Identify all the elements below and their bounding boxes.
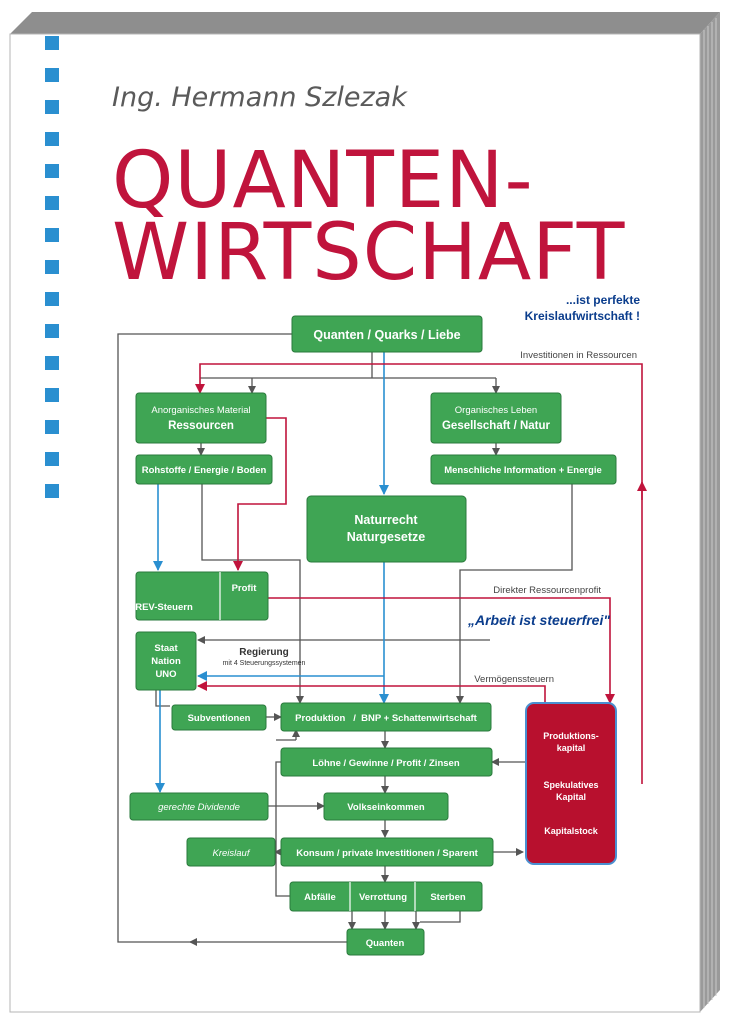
- box-konsum: Konsum / private Investitionen / Sparent: [280, 837, 494, 867]
- profit-label: Profit: [232, 583, 258, 594]
- box-gerechte-dividende: gerechte Dividende: [129, 792, 269, 821]
- arbeit-steuerfrei-label: „Arbeit ist steuerfrei": [467, 612, 610, 628]
- anorg-line-2: Ressourcen: [168, 420, 234, 432]
- direkter-ressourcenprofit-label: Direkter Ressourcenprofit: [493, 585, 601, 596]
- box-abfaelle-verrottung-sterben: Abfälle Verrottung Sterben: [289, 881, 483, 912]
- anorg-line-1: Anorganisches Material: [151, 405, 250, 416]
- subtitle: ...ist perfekte Kreislaufwirtschaft !: [470, 292, 640, 324]
- binding-square: [45, 164, 59, 178]
- box-volkseinkommen: Volkseinkommen: [323, 792, 449, 821]
- subventionen-label: Subventionen: [188, 713, 251, 724]
- volkseinkommen-label: Volkseinkommen: [347, 802, 425, 813]
- org-line-2: Gesellschaft / Natur: [442, 420, 551, 432]
- dividende-label: gerechte Dividende: [158, 802, 240, 813]
- verrottung-label: Verrottung: [359, 892, 407, 903]
- kapital-3: Kapitalstock: [544, 826, 599, 836]
- staat-line-3: UNO: [155, 669, 176, 680]
- kapital-1b: kapital: [557, 743, 586, 753]
- box-subventionen: Subventionen: [171, 704, 267, 731]
- kapital-2b: Kapital: [556, 792, 586, 802]
- staat-line-1: Staat: [154, 643, 178, 654]
- binding-square: [45, 132, 59, 146]
- quanten-bottom-label: Quanten: [366, 938, 405, 949]
- box-menschliche-information: Menschliche Information + Energie: [430, 454, 617, 485]
- box-loehne: Löhne / Gewinne / Profit / Zinsen: [280, 747, 493, 777]
- subtitle-line-1: ...ist perfekte: [565, 293, 640, 307]
- box-staat: Staat Nation UNO: [135, 631, 197, 691]
- naturrecht-line-2: Naturgesetze: [347, 530, 426, 544]
- box-rohstoffe: Rohstoffe / Energie / Boden: [135, 454, 273, 485]
- binding-square: [45, 292, 59, 306]
- loehne-label: Löhne / Gewinne / Profit / Zinsen: [312, 758, 459, 769]
- menschliche-label: Menschliche Information + Energie: [444, 465, 602, 476]
- naturrecht-line-1: Naturrecht: [354, 513, 418, 527]
- vermoegenssteuern-label: Vermögenssteuern: [474, 674, 554, 685]
- binding-square: [45, 484, 59, 498]
- binding-square: [45, 356, 59, 370]
- box-anorganisches-material: Anorganisches Material Ressourcen: [135, 392, 267, 444]
- binding-square: [45, 452, 59, 466]
- binding-square: [45, 36, 59, 50]
- box-rev-profit: Profit REV-Steuern: [135, 571, 269, 621]
- binding-square: [45, 196, 59, 210]
- subtitle-line-2: Kreislaufwirtschaft !: [524, 309, 640, 323]
- binding-square: [45, 324, 59, 338]
- quanten-top-label: Quanten / Quarks / Liebe: [313, 328, 460, 342]
- box-kapital: Produktions- kapital Spekulatives Kapita…: [525, 702, 617, 865]
- binding-square: [45, 420, 59, 434]
- grey-connectors: [117, 333, 573, 946]
- box-kreislauf: Kreislauf: [186, 837, 276, 867]
- binding-square: [45, 388, 59, 402]
- binding-square: [45, 260, 59, 274]
- red-arrows: [195, 363, 647, 784]
- regierung-label: Regierung: [239, 647, 288, 658]
- box-produktion: Produktion / BNP + Schattenwirtschaft: [280, 702, 492, 732]
- title-line-2: WIRTSCHAFT: [112, 208, 626, 298]
- kreislauf-label: Kreislauf: [213, 848, 251, 859]
- abfaelle-label: Abfälle: [304, 892, 336, 903]
- box-quanten-bottom: Quanten: [346, 928, 425, 956]
- box-quanten-top: Quanten / Quarks / Liebe: [291, 315, 483, 353]
- rohstoffe-label: Rohstoffe / Energie / Boden: [142, 465, 267, 476]
- rev-steuern-label: REV-Steuern: [135, 602, 193, 613]
- org-line-1: Organisches Leben: [455, 405, 537, 416]
- binding-square: [45, 100, 59, 114]
- box-naturrecht: Naturrecht Naturgesetze: [306, 495, 467, 563]
- blue-arrows: [153, 352, 389, 793]
- kapital-2a: Spekulatives: [543, 780, 598, 790]
- steuersysteme-label: mit 4 Steuerungssystemen: [223, 660, 306, 667]
- kapital-1a: Produktions-: [543, 731, 599, 741]
- investitionen-label: Investitionen in Ressourcen: [520, 350, 637, 361]
- binding-square: [45, 228, 59, 242]
- sterben-label: Sterben: [430, 892, 466, 903]
- title-line-1: QUANTEN-: [112, 136, 534, 226]
- staat-line-2: Nation: [151, 656, 181, 667]
- binding-square: [45, 68, 59, 82]
- box-organisches-leben: Organisches Leben Gesellschaft / Natur: [430, 392, 562, 444]
- produktion-label: Produktion / BNP + Schattenwirtschaft: [295, 713, 478, 724]
- author-name: Ing. Hermann Szlezak: [112, 82, 407, 113]
- konsum-label: Konsum / private Investitionen / Sparent: [296, 848, 478, 859]
